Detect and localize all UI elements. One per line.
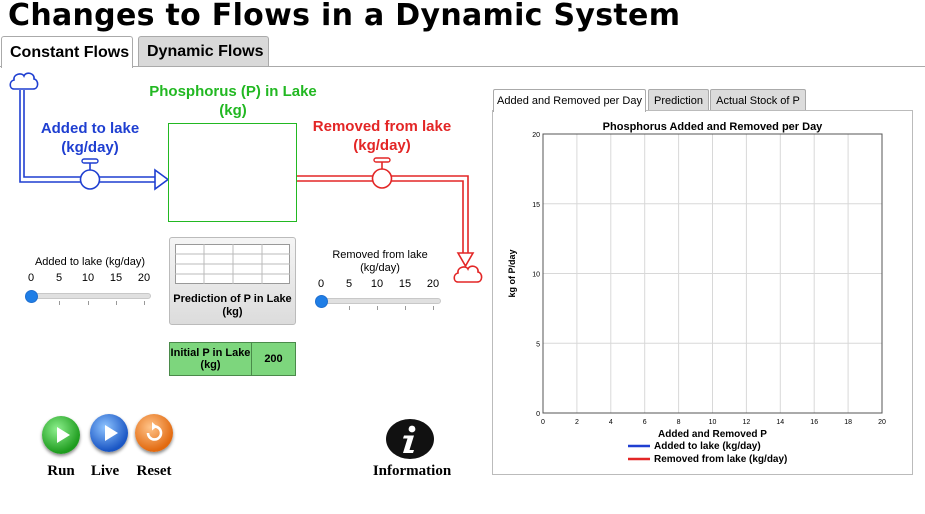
run-label: Run xyxy=(47,463,75,479)
legend-entry: Removed from lake (kg/day) xyxy=(654,454,787,465)
x-tick-label: 0 xyxy=(541,419,545,426)
inflow-pipe xyxy=(19,90,170,191)
outflow-label: Removed from lake (kg/day) xyxy=(312,118,452,154)
slider-tick-label: 0 xyxy=(317,278,325,290)
chart-title: Phosphorus Added and Removed per Day xyxy=(603,121,824,133)
y-tick-label: 20 xyxy=(532,132,540,139)
legend-entry: Added to lake (kg/day) xyxy=(654,441,761,452)
added-slider-track[interactable] xyxy=(27,293,151,299)
x-tick-label: 14 xyxy=(776,419,784,426)
slider-tick-label: 10 xyxy=(81,272,95,284)
live-button[interactable] xyxy=(90,414,128,452)
x-axis-label: Added and Removed P xyxy=(658,429,767,440)
added-slider-thumb[interactable] xyxy=(24,290,38,303)
tab-constant-flows[interactable]: Constant Flows xyxy=(1,36,133,68)
tab-dynamic-flows[interactable]: Dynamic Flows xyxy=(138,36,269,67)
slider-tick-label: 10 xyxy=(370,278,384,290)
y-tick-label: 5 xyxy=(536,341,540,348)
tab-divider xyxy=(0,66,925,67)
y-tick-label: 15 xyxy=(532,202,540,209)
initial-p-label: Initial P in Lake (kg) xyxy=(170,343,252,375)
x-tick-label: 10 xyxy=(709,419,717,426)
x-tick-label: 4 xyxy=(609,419,613,426)
stock-label: Phosphorus (P) in Lake (kg) xyxy=(149,83,317,119)
stock-box xyxy=(168,123,297,222)
run-button[interactable] xyxy=(42,416,80,454)
sink-cloud-icon xyxy=(453,265,483,283)
x-tick-label: 20 xyxy=(878,419,886,426)
table-grid-icon xyxy=(175,244,290,284)
reset-icon xyxy=(146,422,163,441)
stock-flow-diagram xyxy=(9,72,483,283)
tab-added-removed[interactable]: Added and Removed per Day xyxy=(493,89,646,112)
y-axis-label: kg of P/day xyxy=(507,249,517,297)
removed-slider-title: Removed from lake (kg/day) xyxy=(332,249,428,274)
x-tick-label: 2 xyxy=(575,419,579,426)
slider-tick-label: 15 xyxy=(398,278,412,290)
information-label: Information xyxy=(372,463,452,479)
slider-tick-label: 15 xyxy=(109,272,123,284)
info-icon xyxy=(403,425,416,453)
prediction-button[interactable]: Prediction of P in Lake (kg) xyxy=(169,237,296,325)
removed-slider-tick-labels: 0 5 10 15 20 xyxy=(317,278,439,292)
reset-button[interactable] xyxy=(135,414,173,452)
removed-slider-thumb[interactable] xyxy=(314,295,328,308)
flow-rate-chart: Phosphorus Added and Removed per Day 0 2 4 6… xyxy=(507,121,886,465)
tab-prediction[interactable]: Prediction xyxy=(648,89,709,111)
added-slider-tick-labels: 0 5 10 15 20 xyxy=(27,272,150,286)
page-title: Changes to Flows in a Dynamic System xyxy=(8,0,681,33)
x-tick-label: 18 xyxy=(844,419,852,426)
y-tick-label: 10 xyxy=(532,272,540,279)
tab-actual-stock[interactable]: Actual Stock of P xyxy=(710,89,806,111)
initial-p-value[interactable]: 200 xyxy=(264,353,283,365)
plot-area xyxy=(542,133,883,414)
added-slider-title: Added to lake (kg/day) xyxy=(34,256,146,268)
x-tick-label: 16 xyxy=(810,419,818,426)
slider-tick-label: 5 xyxy=(345,278,353,290)
x-tick-label: 12 xyxy=(743,419,751,426)
slider-tick-label: 20 xyxy=(137,272,151,284)
prediction-label: Prediction of P in Lake (kg) xyxy=(173,293,292,318)
x-tick-label: 8 xyxy=(677,419,681,426)
source-cloud-icon xyxy=(9,72,39,90)
outflow-pipe xyxy=(297,175,475,268)
play-icon xyxy=(57,427,70,443)
inflow-label: Added to lake (kg/day) xyxy=(40,120,140,156)
slider-tick-label: 20 xyxy=(426,278,440,290)
information-button[interactable] xyxy=(386,419,434,459)
initial-p-field: Initial P in Lake (kg) 200 xyxy=(169,342,296,376)
y-tick-label: 0 xyxy=(536,411,540,418)
reset-label: Reset xyxy=(136,463,172,479)
slider-tick-label: 0 xyxy=(27,272,35,284)
removed-slider-track[interactable] xyxy=(317,298,441,304)
live-label: Live xyxy=(90,463,120,479)
outflow-valve-icon[interactable] xyxy=(371,157,393,189)
inflow-valve-icon[interactable] xyxy=(79,158,101,190)
chart-panel: Phosphorus Added and Removed per Day 0 2 4 6… xyxy=(492,110,913,475)
play-icon xyxy=(105,425,118,441)
x-tick-label: 6 xyxy=(643,419,647,426)
slider-tick-label: 5 xyxy=(55,272,63,284)
